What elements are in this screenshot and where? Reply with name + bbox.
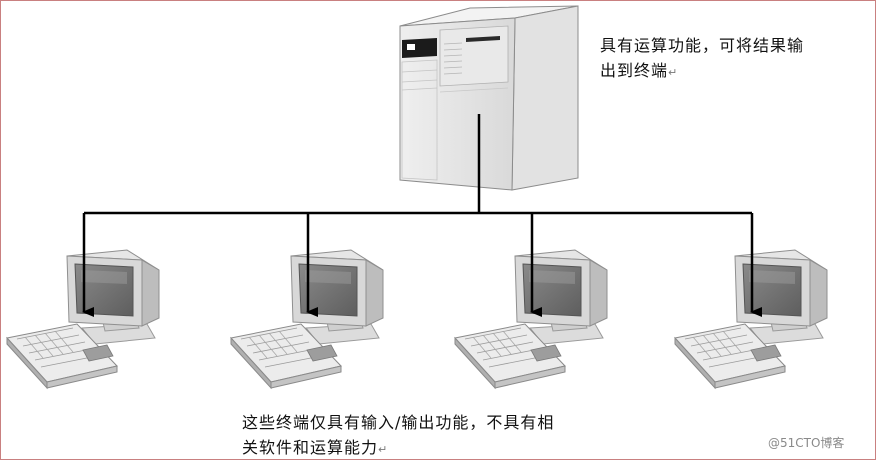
connection-lines [82,114,762,317]
server-caption-line2: 出到终端 [600,61,669,80]
terminal-caption-line2: 关软件和运算能力 [242,438,379,457]
watermark: @51CTO博客 [768,436,845,450]
paragraph-mark: ↵ [378,443,388,456]
terminal-caption-line1: 这些终端仅具有输入/输出功能，不具有相 [242,413,555,432]
server-caption: 具有运算功能，可将结果输 出到终端↵ [600,33,804,85]
server-caption-line1: 具有运算功能，可将结果输 [600,36,805,55]
paragraph-mark: ↵ [668,66,678,79]
server-icon [399,5,579,191]
terminal-caption: 这些终端仅具有输入/输出功能，不具有相 关软件和运算能力↵ [242,410,554,462]
